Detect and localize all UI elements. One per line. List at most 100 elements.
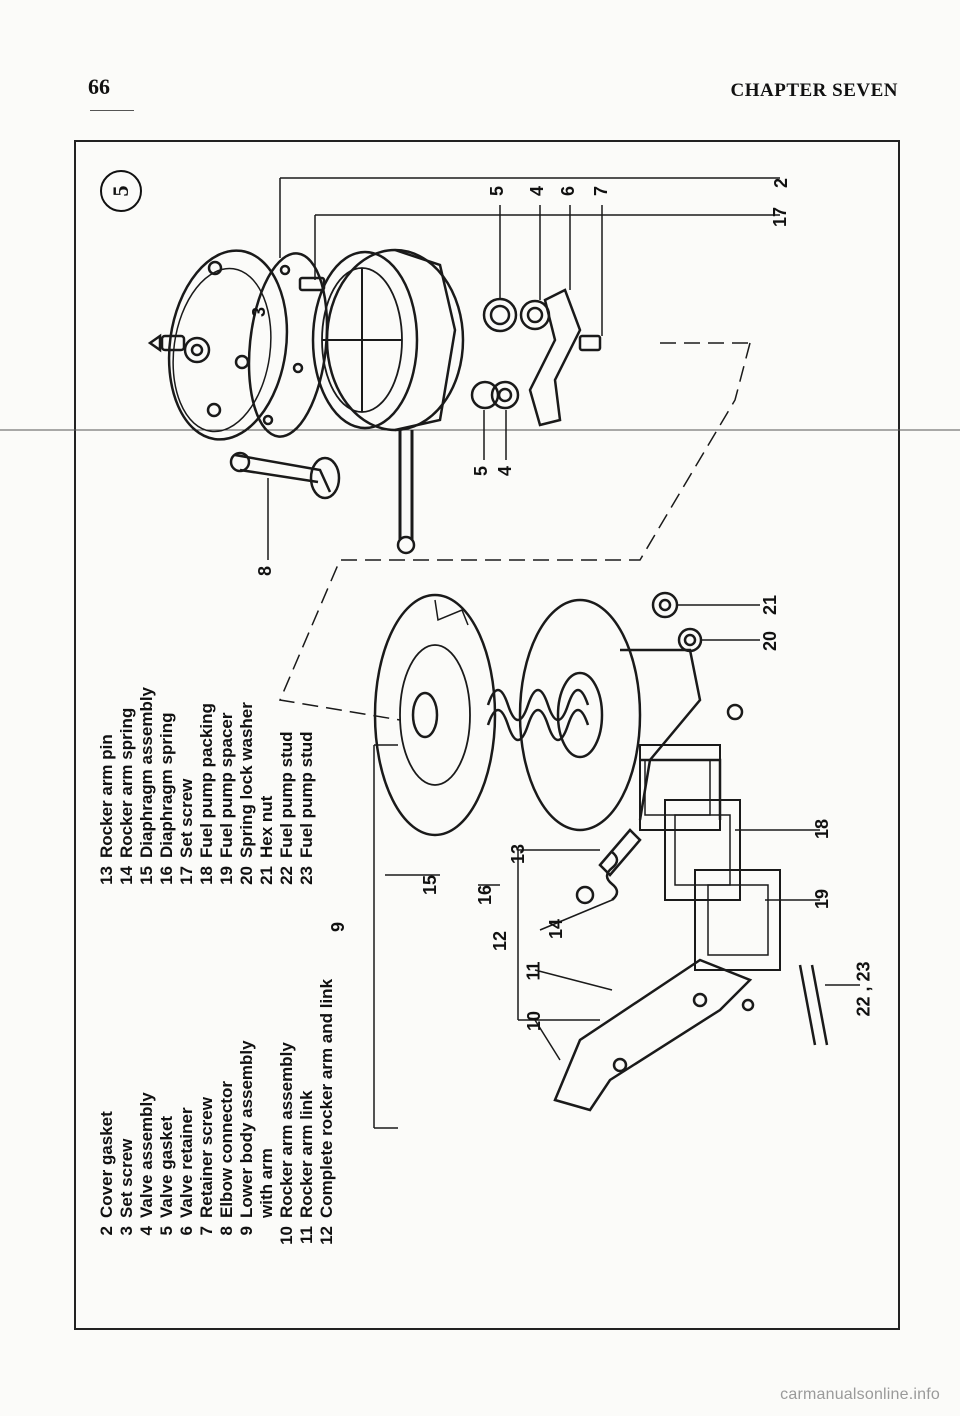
legend-number: 20: [237, 866, 256, 885]
callout-4a: 4: [527, 185, 548, 197]
upper-body: [311, 248, 465, 555]
legend-text: with arm: [257, 1148, 276, 1218]
callout-5a: 5: [487, 185, 508, 197]
legend-text: Rocker arm link: [297, 1090, 316, 1218]
legend-number: [257, 1218, 277, 1260]
legend-item: 13 Rocker arm pin: [97, 640, 117, 900]
legend-text: Rocker arm spring: [117, 707, 136, 858]
callout-10: 10: [524, 1010, 545, 1032]
legend-number: 13: [97, 866, 116, 885]
rocker-pin-spring: [575, 828, 642, 905]
legend-item: 9 Lower body assembly: [237, 960, 257, 1260]
legend-number: 16: [157, 866, 176, 885]
legend-number: 21: [257, 866, 276, 885]
set-screw-3: [147, 333, 186, 353]
callout-18: 18: [812, 818, 833, 840]
legend-item: 22 Fuel pump stud: [277, 640, 297, 900]
cover-gasket: [247, 252, 329, 438]
packing-spacer: [639, 744, 781, 971]
legend-text: Hex nut: [257, 795, 276, 858]
page-number: 66: [88, 74, 110, 99]
callout-11: 11: [523, 961, 544, 981]
callout-22-23: 22 , 23: [853, 961, 874, 1017]
legend-item: 8 Elbow connector: [217, 960, 237, 1260]
legend-text: Valve assembly: [137, 1092, 156, 1218]
legend-text: Elbow connector: [217, 1081, 236, 1218]
legend-number: 17: [177, 866, 196, 885]
diaphragm-spring: [486, 688, 590, 742]
legend-text: Rocker arm assembly: [277, 1042, 296, 1218]
leader-lines-upper: [267, 177, 780, 721]
valve-parts: [470, 288, 602, 427]
callout-7: 7: [591, 185, 612, 197]
leader-lines-lower: [373, 604, 860, 1129]
legend-number: 5: [157, 1226, 176, 1236]
callout-13: 13: [508, 843, 529, 865]
rocker-arm: [553, 958, 755, 1112]
legend-text: Valve gasket: [157, 1115, 176, 1218]
legend-item: 10 Rocker arm assembly: [277, 960, 297, 1260]
figure-frame: [74, 140, 900, 1330]
legend-number: 11: [297, 1226, 316, 1244]
legend-text: Set screw: [117, 1138, 136, 1218]
legend-number: 15: [137, 866, 156, 885]
callout-12: 12: [490, 930, 511, 952]
legend-number: 7: [197, 1226, 216, 1236]
legend-number: 12: [317, 1226, 336, 1245]
legend-item: 12 Complete rocker arm and link: [317, 960, 337, 1260]
legend-text: Diaphragm spring: [157, 712, 176, 858]
legend-item: 7 Retainer screw: [197, 960, 217, 1260]
legend-item: 19 Fuel pump spacer: [217, 640, 237, 900]
legend-number: 2: [97, 1226, 116, 1236]
chapter-title: CHAPTER SEVEN: [730, 80, 898, 101]
legend-number: 23: [297, 866, 316, 885]
legend-item: 17 Set screw: [177, 640, 197, 900]
legend-text: Fuel pump packing: [197, 703, 216, 858]
legend-item: 14 Rocker arm spring: [117, 640, 137, 900]
legend-text: Fuel pump spacer: [217, 712, 236, 858]
legend-item: 23 Fuel pump stud: [297, 640, 317, 900]
callout-16: 16: [475, 884, 496, 906]
legend-number: 10: [277, 1226, 296, 1245]
site-watermark: carmanualsonline.info: [780, 1386, 940, 1403]
callout-4b: 4: [495, 465, 516, 477]
callout-14: 14: [546, 918, 567, 940]
legend-text: Retainer screw: [197, 1097, 216, 1218]
legend-number: 14: [117, 866, 136, 885]
legend-item: 3 Set screw: [117, 960, 137, 1260]
callout-20: 20: [760, 630, 781, 652]
elbow-connector: [229, 451, 341, 500]
header-rule: [90, 110, 134, 111]
callout-19: 19: [812, 888, 833, 910]
legend-item: 6 Valve retainer: [177, 960, 197, 1260]
legend-text: Lower body assembly: [237, 1040, 256, 1218]
legend-item: 5 Valve gasket: [157, 960, 177, 1260]
legend-number: 6: [177, 1226, 196, 1236]
legend-text: Rocker arm pin: [97, 734, 116, 858]
legend-text: Diaphragm assembly: [137, 686, 156, 858]
legend-text: Complete rocker arm and link: [317, 978, 336, 1218]
legend-number: 22: [277, 866, 296, 885]
legend-number: 8: [217, 1226, 236, 1236]
callout-17: 17: [770, 206, 791, 228]
legend-text: Set screw: [177, 778, 196, 858]
legend-item: with arm: [257, 960, 277, 1260]
legend-number: 9: [237, 1226, 256, 1236]
legend-item: 2 Cover gasket: [97, 960, 117, 1260]
legend-item: 21 Hex nut: [257, 640, 277, 900]
callout-6: 6: [558, 185, 579, 197]
legend-number: 19: [217, 866, 236, 885]
legend-text: Valve retainer: [177, 1107, 196, 1218]
callout-5b: 5: [471, 465, 492, 477]
legend-text: Cover gasket: [97, 1111, 116, 1218]
legend-number: 3: [117, 1226, 136, 1236]
legend-number: 18: [197, 866, 216, 885]
legend-item: 16 Diaphragm spring: [157, 640, 177, 900]
legend-text: Fuel pump stud: [277, 731, 296, 858]
legend-text: Fuel pump stud: [297, 731, 316, 858]
